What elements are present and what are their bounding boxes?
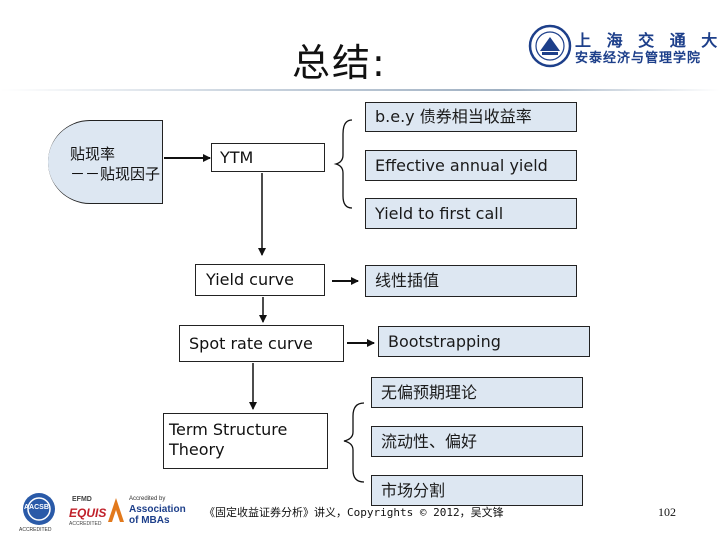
discount-rate-line2: －－贴现因子 bbox=[70, 164, 161, 183]
bey-label: b.e.y 债券相当收益率 bbox=[375, 107, 532, 126]
liquidity-preference-label: 流动性、偏好 bbox=[381, 431, 478, 451]
school-name: 安泰经济与管理学院 bbox=[575, 51, 702, 66]
market-segmentation-node: 市场分割 bbox=[371, 475, 583, 506]
term-structure-line2: Theory bbox=[169, 440, 225, 459]
linear-interpolation-node: 线性插值 bbox=[365, 265, 577, 297]
aacsb-text: AACSB bbox=[24, 504, 49, 511]
bey-node: b.e.y 债券相当收益率 bbox=[365, 102, 577, 132]
yield-to-first-call-label: Yield to first call bbox=[375, 203, 504, 223]
amba-line3: of MBAs bbox=[129, 515, 170, 526]
ytm-node: YTM bbox=[211, 143, 325, 172]
linear-interpolation-label: 线性插值 bbox=[375, 271, 440, 290]
market-segmentation-label: 市场分割 bbox=[381, 480, 446, 500]
amba-line2: Association bbox=[129, 504, 186, 515]
spot-rate-curve-node: Spot rate curve bbox=[179, 325, 344, 362]
amba-line1: Accredited by bbox=[129, 496, 166, 502]
efmd-text: EFMD bbox=[72, 496, 92, 503]
page-number: 102 bbox=[658, 505, 676, 519]
term-structure-theory-node: Term Structure Theory bbox=[163, 413, 328, 469]
unbiased-expectations-label: 无偏预期理论 bbox=[381, 382, 478, 402]
bootstrapping-label: Bootstrapping bbox=[388, 331, 501, 351]
university-name: 上 海 交 通 大 学 bbox=[575, 31, 720, 50]
yield-curve-label: Yield curve bbox=[206, 270, 295, 289]
effective-annual-yield-label: Effective annual yield bbox=[375, 155, 548, 175]
aacsb-logo bbox=[22, 492, 56, 526]
aacsb-sub-text: ACCREDITED bbox=[19, 527, 52, 533]
bootstrapping-node: Bootstrapping bbox=[378, 326, 590, 357]
discount-rate-node bbox=[48, 120, 163, 204]
footer-caption: 《固定收益证券分析》讲义，Copyrights © 2012，吴文锋 bbox=[204, 506, 504, 519]
brace-theories bbox=[343, 402, 365, 483]
term-structure-line1: Term Structure bbox=[169, 420, 288, 439]
title-divider bbox=[0, 89, 720, 91]
yield-to-first-call-node: Yield to first call bbox=[365, 198, 577, 229]
amba-logo-icon bbox=[106, 496, 126, 524]
equis-text: EQUIS bbox=[69, 506, 107, 520]
yield-curve-node: Yield curve bbox=[195, 264, 325, 296]
equis-sub-text: ACCREDITED bbox=[69, 521, 102, 527]
liquidity-preference-node: 流动性、偏好 bbox=[371, 426, 583, 457]
spot-rate-curve-label: Spot rate curve bbox=[189, 333, 313, 353]
brace-yield-measures bbox=[333, 119, 353, 209]
effective-annual-yield-node: Effective annual yield bbox=[365, 150, 577, 181]
discount-rate-label: 贴现率 －－贴现因子 bbox=[70, 145, 160, 184]
university-seal-icon bbox=[528, 24, 572, 68]
ytm-label: YTM bbox=[220, 148, 254, 167]
page-title: 总结: bbox=[292, 41, 387, 85]
discount-rate-line1: 贴现率 bbox=[70, 145, 116, 163]
unbiased-expectations-node: 无偏预期理论 bbox=[371, 377, 583, 408]
